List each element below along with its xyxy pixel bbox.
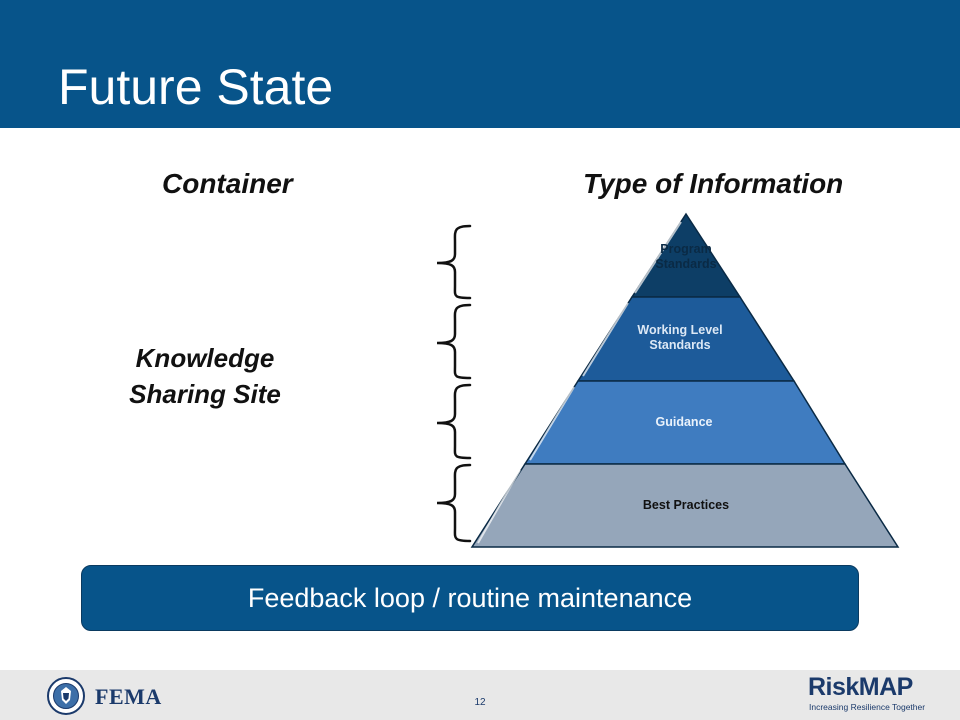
feedback-loop-label: Feedback loop / routine maintenance	[247, 582, 693, 613]
brace-icon-3	[436, 383, 472, 460]
brace-icon-2	[436, 303, 472, 380]
tier-label-program-standards-line2: Standards	[655, 257, 716, 271]
tier-label-working-level-standards-line2: Standards	[649, 338, 710, 352]
knowledge-sharing-site-label: Knowledge Sharing Site	[100, 340, 310, 412]
footer-bar	[0, 670, 960, 720]
brace-icon-1	[436, 224, 472, 300]
pyramid-tier-best-practices	[470, 463, 900, 548]
fema-wordmark: FEMA	[95, 684, 162, 709]
slide-title: Future State	[58, 59, 334, 115]
container-column-heading: Container	[162, 168, 293, 199]
knowledge-sharing-site-line2: Sharing Site	[129, 379, 281, 409]
knowledge-sharing-site-line1: Knowledge	[135, 343, 275, 373]
riskmap-tagline: Increasing Resilience Together	[809, 702, 926, 712]
brace-icon-4	[436, 463, 472, 543]
tier-label-best-practices: Best Practices	[643, 498, 729, 512]
title-bar	[0, 0, 960, 128]
dhs-seal-icon	[47, 677, 85, 715]
riskmap-logo: RiskMAP	[808, 673, 913, 701]
feedback-loop-banner: Feedback loop / routine maintenance	[81, 565, 859, 631]
tier-label-guidance: Guidance	[656, 415, 713, 429]
page-number: 12	[474, 697, 486, 708]
type-of-information-column-heading: Type of Information	[583, 168, 844, 199]
tier-label-working-level-standards-line1: Working Level	[637, 323, 722, 337]
tier-label-program-standards-line1: Program	[660, 242, 711, 256]
